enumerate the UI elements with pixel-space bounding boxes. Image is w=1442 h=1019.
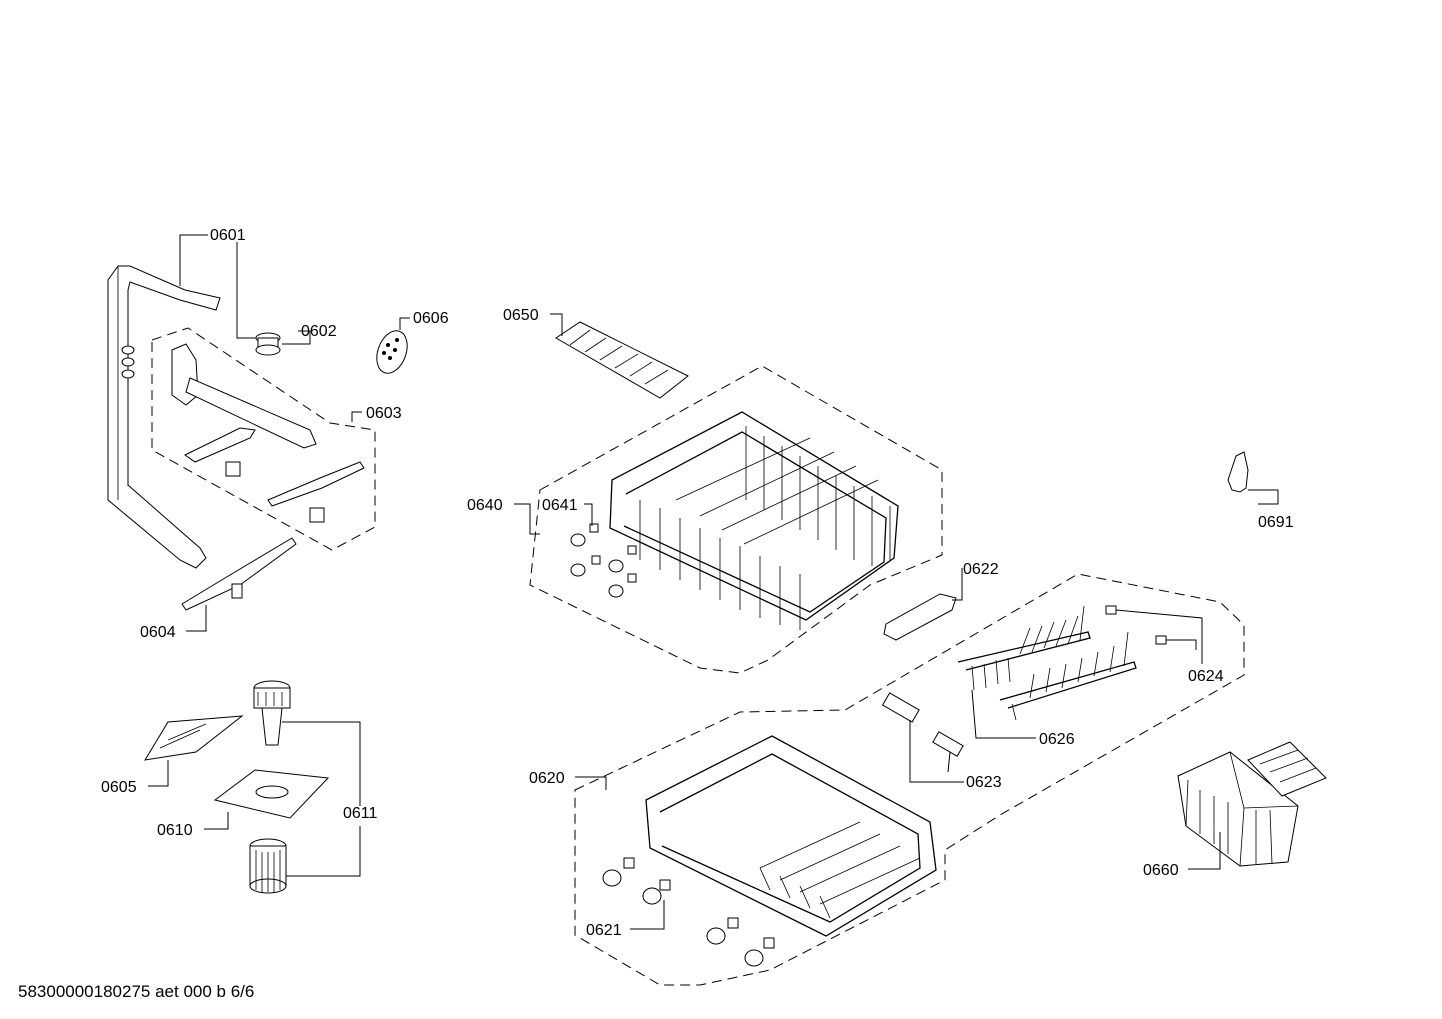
leader-0605 bbox=[148, 760, 169, 787]
spray-arm-pipe-0601 bbox=[107, 265, 221, 569]
lower-basket-0620 bbox=[645, 735, 937, 937]
rail-parts-0623 bbox=[881, 692, 964, 757]
sump-cover-0605 bbox=[144, 715, 244, 761]
leader-0604 bbox=[186, 605, 207, 632]
leader-0610 bbox=[204, 812, 229, 830]
label-0691: 0691 bbox=[1258, 514, 1294, 531]
document-reference: 58300000180275 aet 000 b 6/6 bbox=[18, 982, 255, 1001]
label-0610: 0610 bbox=[157, 822, 193, 839]
leader-0601 bbox=[179, 234, 208, 286]
label-0626: 0626 bbox=[1039, 731, 1075, 748]
leader-0606 bbox=[399, 317, 410, 330]
label-0601: 0601 bbox=[210, 227, 246, 244]
label-0605: 0605 bbox=[101, 779, 137, 796]
leader-0624 bbox=[1115, 609, 1203, 664]
label-0606: 0606 bbox=[413, 310, 449, 327]
leader-0622 bbox=[952, 568, 963, 601]
filter-cylinder-0611 bbox=[253, 680, 291, 746]
label-0603: 0603 bbox=[366, 405, 402, 422]
leader-0621 bbox=[630, 900, 665, 930]
clip-0691 bbox=[1227, 451, 1249, 493]
leader-0603 bbox=[351, 411, 362, 422]
leader-0623 bbox=[909, 720, 964, 783]
leader-0691 bbox=[1248, 489, 1279, 505]
flat-filter-0610 bbox=[213, 769, 330, 819]
leader-lines bbox=[148, 234, 1279, 930]
wheels-0621 bbox=[602, 857, 775, 967]
label-0624: 0624 bbox=[1188, 668, 1224, 685]
label-0622: 0622 bbox=[963, 561, 999, 578]
tine-insert-0650 bbox=[555, 321, 689, 399]
upper-spray-assembly-0603 bbox=[171, 343, 365, 523]
leader-0660 bbox=[1188, 832, 1221, 870]
upper-basket-0640 bbox=[609, 411, 899, 630]
label-0621: 0621 bbox=[586, 922, 622, 939]
cutlery-basket-0660 bbox=[1177, 741, 1327, 867]
connector-0602 bbox=[255, 332, 281, 356]
tine-racks-0626 bbox=[957, 605, 1137, 721]
label-0640: 0640 bbox=[467, 497, 503, 514]
label-0620: 0620 bbox=[529, 770, 565, 787]
leader-0626 bbox=[971, 689, 1036, 739]
wheels-0641 bbox=[570, 523, 637, 598]
handle-0622 bbox=[883, 593, 957, 641]
label-0650: 0650 bbox=[503, 307, 539, 324]
micro-filter-0611 bbox=[249, 838, 287, 894]
label-0641: 0641 bbox=[542, 497, 578, 514]
group-0603-outline bbox=[151, 327, 376, 551]
leader-0602 bbox=[282, 330, 311, 345]
group-0620-outline bbox=[574, 573, 1245, 986]
filter-disc-0606 bbox=[376, 330, 408, 374]
leader-0641 bbox=[584, 503, 593, 526]
leader-0650 bbox=[550, 313, 563, 336]
lower-spray-arm-0604 bbox=[181, 537, 297, 611]
leader-0611 bbox=[282, 721, 361, 877]
group-0640-outline bbox=[529, 365, 943, 674]
leader-0640 bbox=[514, 503, 540, 535]
label-0604: 0604 bbox=[140, 624, 176, 641]
label-0602: 0602 bbox=[301, 323, 337, 340]
label-0623: 0623 bbox=[966, 774, 1002, 791]
label-0660: 0660 bbox=[1143, 862, 1179, 879]
label-0611: 0611 bbox=[343, 805, 378, 822]
leader-0620 bbox=[575, 776, 607, 790]
leader-0601b bbox=[236, 242, 256, 339]
